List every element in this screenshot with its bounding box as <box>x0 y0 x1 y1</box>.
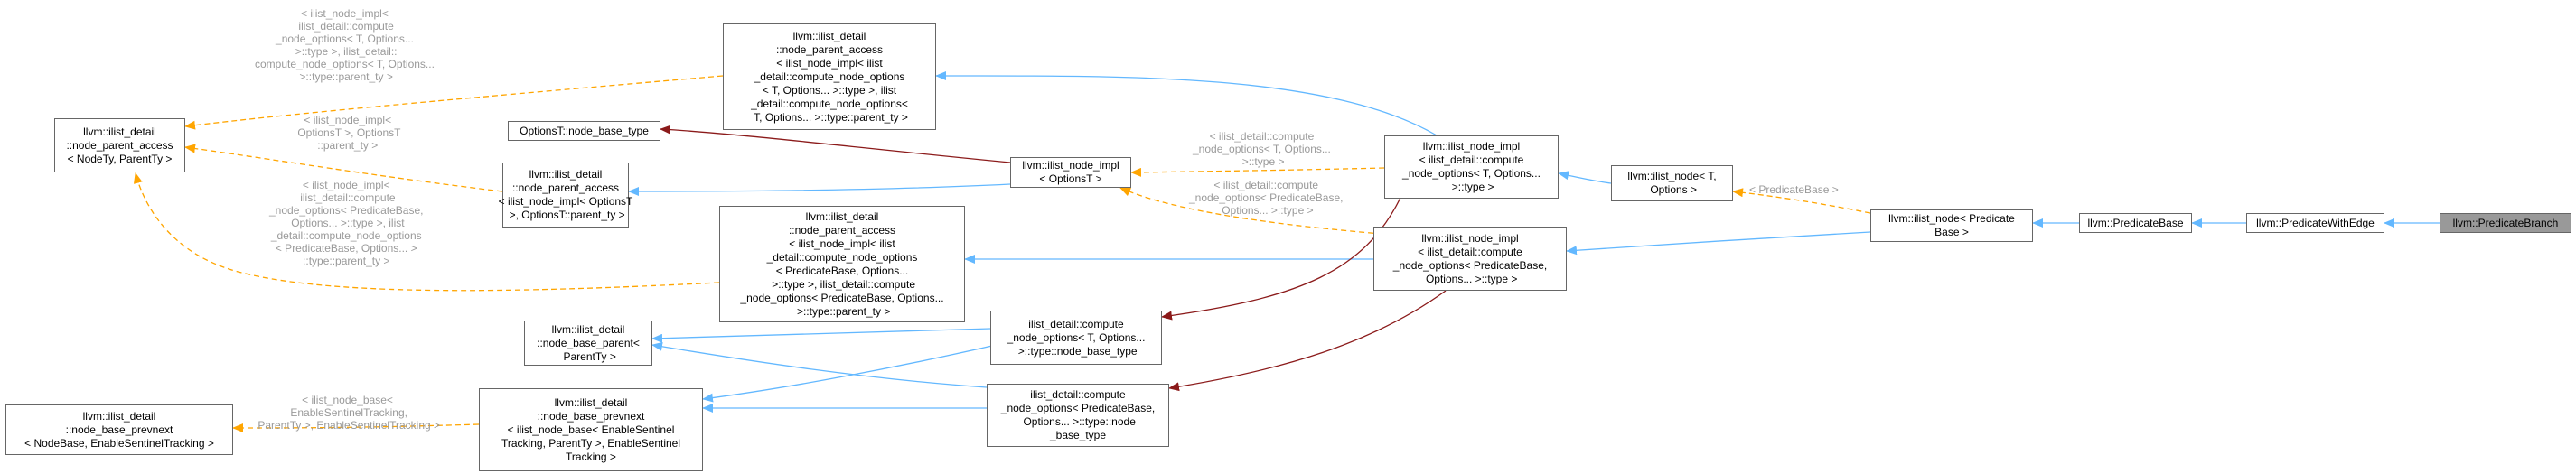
edge-compute-predicate-to-nodebaseparent <box>651 341 988 388</box>
edge-ilistnode-predicatebase-to-nodeimpl-predicate <box>1566 231 1871 256</box>
node-ilist-node-predicate-base[interactable]: llvm::ilist_node< Predicate Base > <box>1870 209 2033 242</box>
node-predicate-with-edge[interactable]: llvm::PredicateWithEdge <box>2246 213 2384 233</box>
edge-label-parent-access-optionst: < ilist_node_impl< OptionsT >, OptionsT … <box>297 114 401 152</box>
edge-label-prevnext-args: < ilist_node_base< EnableSentinelTrackin… <box>258 394 441 432</box>
node-parent-access-optionst[interactable]: llvm::ilist_detail ::node_parent_access … <box>499 163 632 228</box>
node-ilist-node-impl-compute-predicate[interactable]: llvm::ilist_node_impl < ilist_detail::co… <box>1373 227 1567 291</box>
edge-prevnext-enable-to-prevnext-generic <box>232 423 480 432</box>
edge-nodeimpl-t-to-compute-t <box>1161 197 1401 321</box>
edge-label-parent-access-compute-t: < ilist_node_impl< ilist_detail::compute… <box>255 7 435 83</box>
node-base-parent[interactable]: llvm::ilist_detail ::node_base_parent< P… <box>524 321 652 366</box>
edge-compute-t-to-prevnext <box>702 340 1013 403</box>
node-base-prevnext-generic[interactable]: llvm::ilist_detail ::node_base_prevnext … <box>5 404 233 455</box>
node-parent-access-predicate[interactable]: llvm::ilist_detail ::node_parent_access … <box>719 206 965 322</box>
edge-label-predicate-base-arg: < PredicateBase > <box>1749 183 1839 196</box>
node-parent-access-compute-t[interactable]: llvm::ilist_detail ::node_parent_access … <box>723 23 936 130</box>
edge-nodeimpl-predicate-to-nodeimpl-optionst <box>1119 187 1392 236</box>
node-ilist-node-impl-optionst[interactable]: llvm::ilist_node_impl < OptionsT > <box>1010 157 1131 188</box>
node-ilist-node-impl-compute-t[interactable]: llvm::ilist_node_impl < ilist_detail::co… <box>1384 135 1559 199</box>
edge-ilistnode-t-to-nodeimpl-t <box>1558 171 1612 184</box>
edge-label-compute-t-options: < ilist_detail::compute _node_options< T… <box>1193 130 1331 168</box>
edge-nodeimpl-predicate-to-compute-predicate <box>1168 290 1447 392</box>
edge-label-parent-access-predicate: < ilist_node_impl< ilist_detail::compute… <box>269 179 424 267</box>
edge-nodeimpl-optionst-to-parentaccess-optionst <box>628 183 1011 196</box>
node-predicate-base[interactable]: llvm::PredicateBase <box>2079 213 2192 233</box>
edge-nodeimpl-optionst-to-nodebasetype <box>660 125 1011 163</box>
node-predicate-branch[interactable]: llvm::PredicateBranch <box>2440 213 2571 233</box>
edge-nodeimpl-t-to-nodeimpl-optionst <box>1130 167 1385 177</box>
edge-label-compute-predicate-options: < ilist_detail::compute _node_options< P… <box>1189 179 1344 217</box>
node-compute-predicate-node-base-type[interactable]: ilist_detail::compute _node_options< Pre… <box>987 384 1169 447</box>
edge-nodeimpl-t-to-parentaccess-t <box>935 70 1438 136</box>
edge-parentaccess-optionst-to-parentaccess-generic <box>184 144 503 192</box>
edge-compute-t-to-nodebaseparent <box>651 328 991 343</box>
edge-parentaccess-predicate-to-parentaccess-generic <box>133 172 720 292</box>
node-base-prevnext-enable[interactable]: llvm::ilist_detail ::node_base_prevnext … <box>479 388 703 471</box>
node-compute-t-node-base-type[interactable]: ilist_detail::compute _node_options< T, … <box>990 311 1162 365</box>
node-ilist-node-t-options[interactable]: llvm::ilist_node< T, Options > <box>1611 165 1733 201</box>
node-options-node-base-type[interactable]: OptionsT::node_base_type <box>508 121 660 141</box>
node-parent-access-generic[interactable]: llvm::ilist_detail ::node_parent_access … <box>54 118 185 172</box>
edge-parentaccess-t-to-parentaccess-generic <box>184 75 724 130</box>
